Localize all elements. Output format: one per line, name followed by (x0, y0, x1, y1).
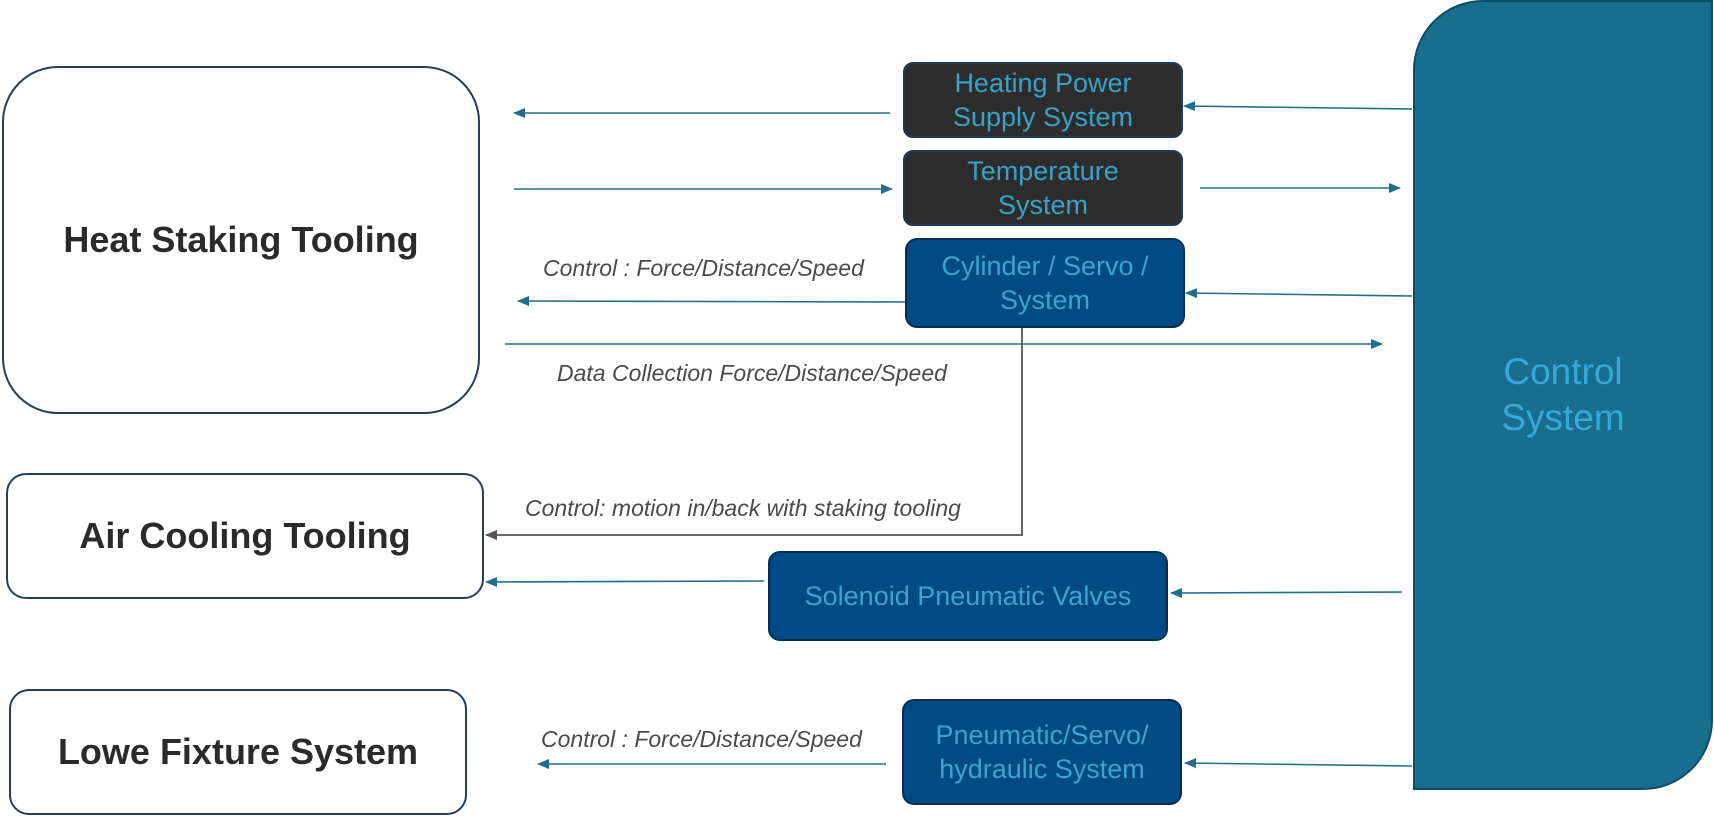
control-system: Control System (1413, 0, 1713, 790)
temperature-system: Temperature System (903, 150, 1183, 226)
arrow-cylinder-to-cooling (485, 298, 1023, 540)
arrow-control-to-pneumatic (1184, 758, 1413, 769)
solenoid-pneumatic-valves: Solenoid Pneumatic Valves (768, 551, 1168, 641)
control-system-label-line2: System (1501, 397, 1625, 438)
heating-power-label-line2: Supply System (952, 102, 1134, 132)
pneumatic-servo-hydraulic-system: Pneumatic/Servo/ hydraulic System (902, 699, 1182, 805)
arrow-solenoid-to-cooling (485, 576, 765, 587)
temperature-label-line1: Temperature (967, 156, 1119, 186)
cylinder-servo-system: Cylinder / Servo / System (905, 238, 1185, 328)
pneumatic-label-line1: Pneumatic/Servo/ (935, 720, 1149, 750)
arrow-control-to-solenoid (1170, 587, 1403, 598)
temperature-label-line2: System (997, 190, 1088, 220)
heat-staking-tooling: Heat Staking Tooling (2, 66, 480, 414)
arrow-cylinder-to-staking (517, 296, 907, 307)
lowe-fixture-system-label: Lowe Fixture System (57, 731, 419, 772)
label-control-force-cylinder: Control : Force/Distance/Speed (543, 255, 864, 281)
pneumatic-label-line2: hydraulic System (939, 754, 1145, 784)
air-cooling-tooling: Air Cooling Tooling (6, 473, 484, 599)
lowe-fixture-system: Lowe Fixture System (9, 689, 467, 815)
label-control-force-pneumatic: Control : Force/Distance/Speed (541, 726, 862, 752)
heating-power-supply-system: Heating Power Supply System (903, 62, 1183, 138)
label-data-collection: Data Collection Force/Distance/Speed (557, 360, 947, 386)
heating-power-label-line1: Heating Power (954, 68, 1132, 98)
arrow-control-to-cylinder (1185, 288, 1413, 299)
heat-staking-tooling-label: Heat Staking Tooling (63, 219, 419, 260)
cylinder-label-line1: Cylinder / Servo / (941, 251, 1149, 281)
cylinder-label-line2: System (999, 285, 1090, 315)
arrow-control-to-heating (1183, 101, 1413, 112)
control-system-label-line1: Control (1503, 351, 1623, 392)
solenoid-label: Solenoid Pneumatic Valves (804, 581, 1132, 611)
label-control-motion: Control: motion in/back with staking too… (525, 495, 961, 521)
air-cooling-tooling-label: Air Cooling Tooling (79, 515, 411, 556)
